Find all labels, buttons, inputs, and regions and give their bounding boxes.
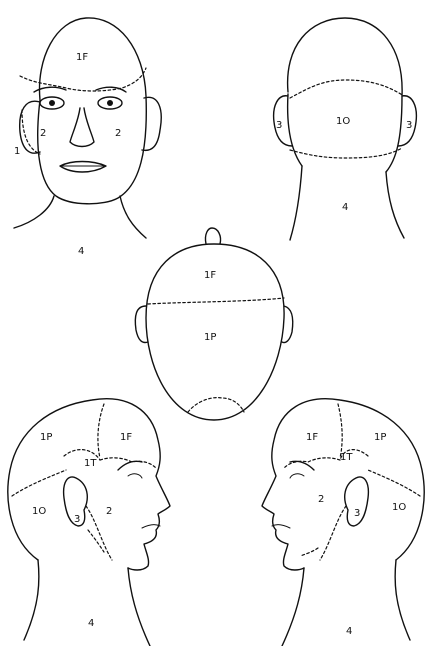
left-profile-label-frontal: 1F [120, 432, 132, 443]
right-profile-jaw [299, 547, 319, 557]
front-zone-boundary [19, 67, 147, 92]
back-right-ear [397, 95, 418, 147]
back-left-ear [272, 95, 293, 147]
left-profile-label-occipital: 1O [32, 506, 46, 517]
right-profile-boundary [367, 469, 421, 497]
left-profile-eye [127, 473, 143, 479]
left-profile-outline [7, 398, 171, 571]
front-zone-boundary [21, 109, 41, 155]
right-profile-label-ear: 3 [354, 508, 360, 519]
top-label-frontal: 1F [204, 270, 216, 281]
right-profile-eye [289, 473, 305, 479]
top-crown-boundary [187, 397, 245, 413]
right-profile-ear [344, 476, 370, 527]
front-eye [97, 96, 123, 110]
right-profile-mouth [271, 524, 291, 529]
left-profile-boundary [63, 449, 101, 461]
right-profile-boundary [337, 403, 343, 459]
right-profile-neck [281, 567, 305, 646]
back-neck [289, 165, 303, 241]
back-head-outline [286, 17, 403, 173]
back-view: 1O 3 3 4 [272, 17, 418, 241]
right-profile-boundary [319, 505, 347, 561]
left-profile-view: 1P 1F 1T 1O 2 3 4 [7, 398, 171, 646]
front-pupil [107, 100, 113, 106]
front-eyebrow [33, 86, 67, 93]
top-nose-tip [204, 227, 222, 245]
left-profile-boundary [99, 457, 157, 469]
front-pupil [49, 100, 55, 106]
right-profile-label-neck: 4 [346, 626, 352, 637]
top-frontal-boundary [147, 297, 285, 305]
right-profile-label-frontal: 1F [306, 432, 318, 443]
left-profile-jaw [87, 529, 105, 553]
left-profile-mouth [141, 524, 161, 529]
right-profile-boundary [283, 457, 341, 469]
right-profile-neck [394, 559, 411, 641]
back-label-right-ear: 3 [406, 120, 412, 131]
front-eyebrow [95, 86, 127, 93]
top-right-ear [281, 305, 294, 344]
right-profile-label-occipital: 1O [392, 502, 406, 513]
left-profile-boundary [85, 505, 113, 561]
front-head-outline [37, 17, 147, 205]
left-profile-brow [117, 460, 143, 471]
back-head-outline [286, 93, 303, 167]
top-left-ear [134, 305, 149, 344]
left-profile-label-neck: 4 [88, 618, 94, 629]
front-left-ear [19, 100, 41, 154]
right-profile-label-temporal: 1T [340, 452, 353, 463]
back-label-neck: 4 [342, 202, 348, 213]
left-profile-label-face: 2 [106, 506, 112, 517]
left-profile-neck [23, 559, 40, 641]
front-neck [13, 195, 55, 229]
front-label-left-face: 2 [40, 128, 46, 139]
right-profile-view: 1F 1P 1T 2 1O 3 4 [261, 398, 425, 646]
front-right-ear [141, 96, 162, 152]
front-view: 1F 2 2 1 4 [13, 17, 162, 257]
left-profile-boundary [11, 469, 67, 497]
back-occipital-boundary [289, 79, 405, 99]
left-profile-neck [127, 567, 151, 646]
front-mouth [59, 160, 107, 173]
front-label-neck: 4 [78, 246, 84, 257]
front-eye [39, 96, 65, 110]
front-nose [69, 107, 95, 148]
right-profile-brow [289, 460, 315, 471]
back-label-left-ear: 3 [276, 120, 282, 131]
left-profile-boundary [97, 403, 105, 459]
top-view: 1F 1P [134, 227, 294, 421]
right-profile-label-face: 2 [318, 494, 324, 505]
left-profile-ear [62, 476, 88, 527]
right-profile-boundary [339, 449, 369, 461]
top-label-parietal: 1P [204, 332, 216, 343]
front-label-left-ear: 1 [14, 146, 20, 157]
left-profile-label-ear: 3 [74, 514, 80, 525]
back-occipital-boundary [289, 147, 403, 159]
back-label-occipital: 1O [336, 116, 350, 127]
right-profile-outline [261, 398, 425, 571]
front-label-right-face: 2 [115, 128, 121, 139]
front-label-top-zone: 1F [76, 52, 88, 63]
left-profile-label-parietal: 1P [40, 432, 52, 443]
left-profile-label-temporal: 1T [84, 458, 97, 469]
right-profile-label-parietal: 1P [374, 432, 386, 443]
top-head-outline [145, 243, 285, 421]
front-neck [119, 195, 147, 239]
back-neck [385, 171, 405, 239]
